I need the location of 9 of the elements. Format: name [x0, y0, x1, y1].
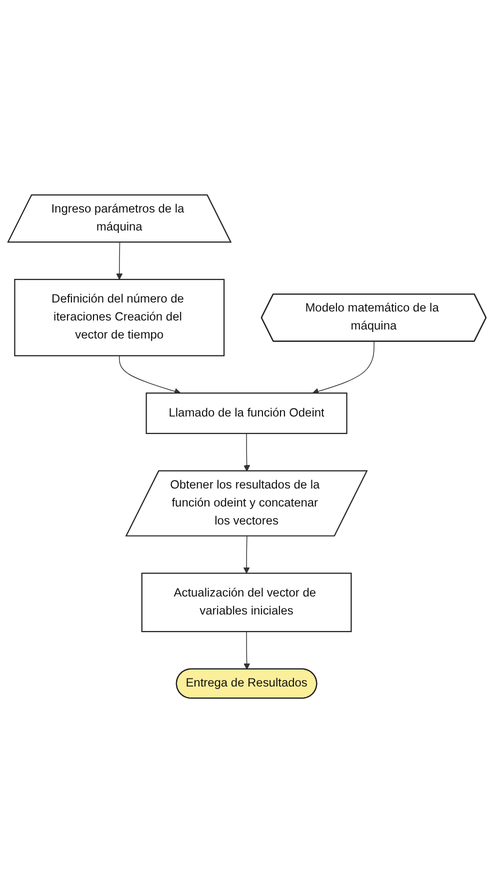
node-box: Actualización del vector de variables iniciales: [141, 573, 352, 633]
arrow: [244, 632, 250, 670]
arrow: [312, 342, 374, 395]
arrow: [119, 356, 181, 395]
node-box: Definición del número de iteraciones Creación del vector de tiempo: [14, 279, 225, 357]
arrow: [243, 536, 250, 574]
arrow: [244, 434, 250, 472]
node-box: Llamado de la función Odeint: [146, 392, 348, 434]
arrow: [116, 242, 123, 280]
